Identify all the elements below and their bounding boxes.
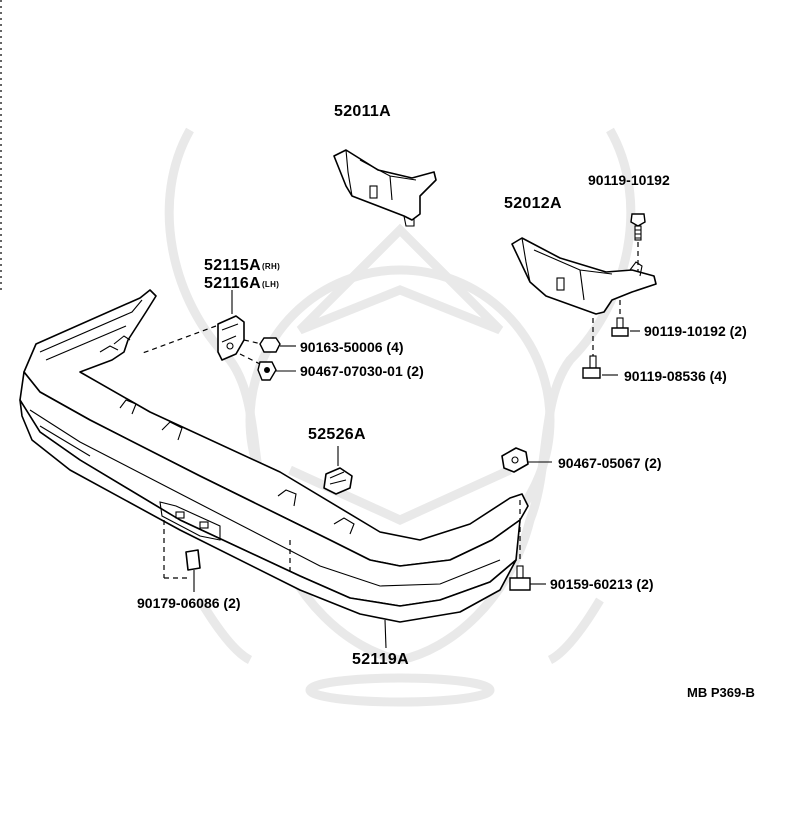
bracket-52011A <box>333 149 437 227</box>
bumper-cover-52119A <box>19 289 529 623</box>
label-52116A-code: 52116A <box>204 275 261 292</box>
label-90179-06086: 90179-06086 (2) <box>137 595 241 611</box>
label-52526A: 52526A <box>308 426 366 443</box>
label-52115A-code: 52115A <box>204 257 261 274</box>
bolt-90119-08536 <box>582 318 618 379</box>
nut-90179-06086 <box>163 520 201 592</box>
clip-90467-05067 <box>501 447 552 473</box>
retainer-52115A-52116A <box>139 290 245 361</box>
bolt-90163-50006 <box>243 337 296 353</box>
label-52012A: 52012A <box>504 195 562 212</box>
bolt-90119-10192-lower <box>611 300 640 337</box>
screw-90159-60213 <box>509 565 546 591</box>
label-90119-10192-2: 90119-10192 (2) <box>644 323 747 339</box>
label-52116A: 52116A(LH) <box>204 276 279 292</box>
leader-52119A <box>384 619 387 649</box>
bracket-52012A <box>511 237 657 315</box>
label-90467-05067: 90467-05067 (2) <box>558 455 662 471</box>
label-90119-10192-top: 90119-10192 <box>588 172 670 188</box>
retainer-52526A <box>323 446 353 495</box>
label-90467-07030-01: 90467-07030-01 (2) <box>300 363 424 379</box>
label-90119-08536: 90119-08536 (4) <box>624 368 727 384</box>
diagram-reference-code: MB P369-B <box>687 685 755 700</box>
nut-90467-07030 <box>239 353 296 381</box>
label-52119A: 52119A <box>352 651 409 668</box>
label-52116A-suffix: (LH) <box>261 280 280 289</box>
label-90159-60213: 90159-60213 (2) <box>550 576 654 592</box>
label-52115A-suffix: (RH) <box>261 262 281 271</box>
label-90163-50006: 90163-50006 (4) <box>300 339 404 355</box>
bolt-90119-10192-top <box>630 213 646 272</box>
label-52115A: 52115A(RH) <box>204 258 280 274</box>
label-52011A: 52011A <box>334 103 391 120</box>
